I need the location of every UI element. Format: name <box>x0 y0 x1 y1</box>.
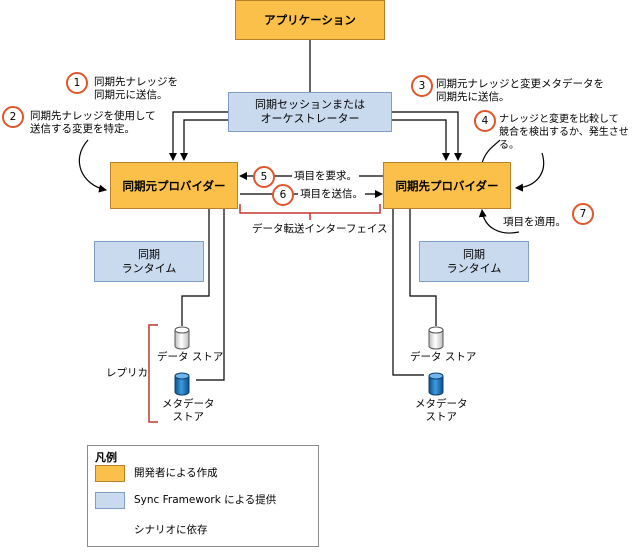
source-provider-box: 同期元プロバイダー <box>110 162 238 209</box>
left-data-store-label: データ ストア <box>157 351 224 363</box>
step-5-text: 項目を要求。 <box>292 170 359 183</box>
legend-framework-swatch <box>95 492 125 509</box>
legend-scenario-label: シナリオに依存 <box>134 524 208 536</box>
right-data-store-label: データ ストア <box>410 351 477 363</box>
step-6-circle: 6 <box>272 184 294 206</box>
step-4-circle: 4 <box>474 110 496 132</box>
destination-provider-box: 同期先プロバイダー <box>383 162 511 209</box>
right-meta-store-label: メタデータ ストア <box>415 398 468 423</box>
replica-label: レプリカ <box>106 367 148 379</box>
step-3-circle: 3 <box>411 75 433 97</box>
step-3-text: 同期元ナレッジと変更メタデータを 同期先に送信。 <box>436 78 604 103</box>
right-data-store-icon <box>428 326 444 350</box>
legend-developer-swatch <box>95 465 125 482</box>
step-7-circle: 7 <box>572 203 594 225</box>
application-box: アプリケーション <box>235 0 385 40</box>
data-transfer-interface-label: データ転送インターフェイス <box>252 223 388 235</box>
step-5-circle: 5 <box>253 166 275 188</box>
left-meta-store-icon <box>174 372 190 396</box>
legend-title: 凡例 <box>95 451 117 464</box>
left-runtime-box: 同期 ランタイム <box>94 241 204 282</box>
left-meta-store-label: メタデータ ストア <box>162 398 215 423</box>
step-1-circle: 1 <box>66 72 88 94</box>
legend: 凡例 開発者による作成 Sync Framework による提供 シナリオに依存 <box>87 445 319 547</box>
right-runtime-box: 同期 ランタイム <box>419 241 529 282</box>
right-meta-store-icon <box>428 372 444 396</box>
legend-framework-label: Sync Framework による提供 <box>134 494 277 506</box>
session-orchestrator-box: 同期セッションまたは オーケストレーター <box>228 92 392 132</box>
step-6-text: 項目を送信。 <box>298 188 365 201</box>
legend-developer-label: 開発者による作成 <box>134 467 218 479</box>
left-data-store-icon <box>174 326 190 350</box>
step-2-text: 同期先ナレッジを使用して 送信する変更を特定。 <box>30 110 156 135</box>
step-7-text: 項目を適用。 <box>503 216 566 228</box>
step-1-text: 同期先ナレッジを 同期元に送信。 <box>94 76 178 101</box>
step-4-text: ナレッジと変更を比較して 競合を検出するか、発生させる。 <box>499 114 629 151</box>
step-2-circle: 2 <box>2 106 24 128</box>
